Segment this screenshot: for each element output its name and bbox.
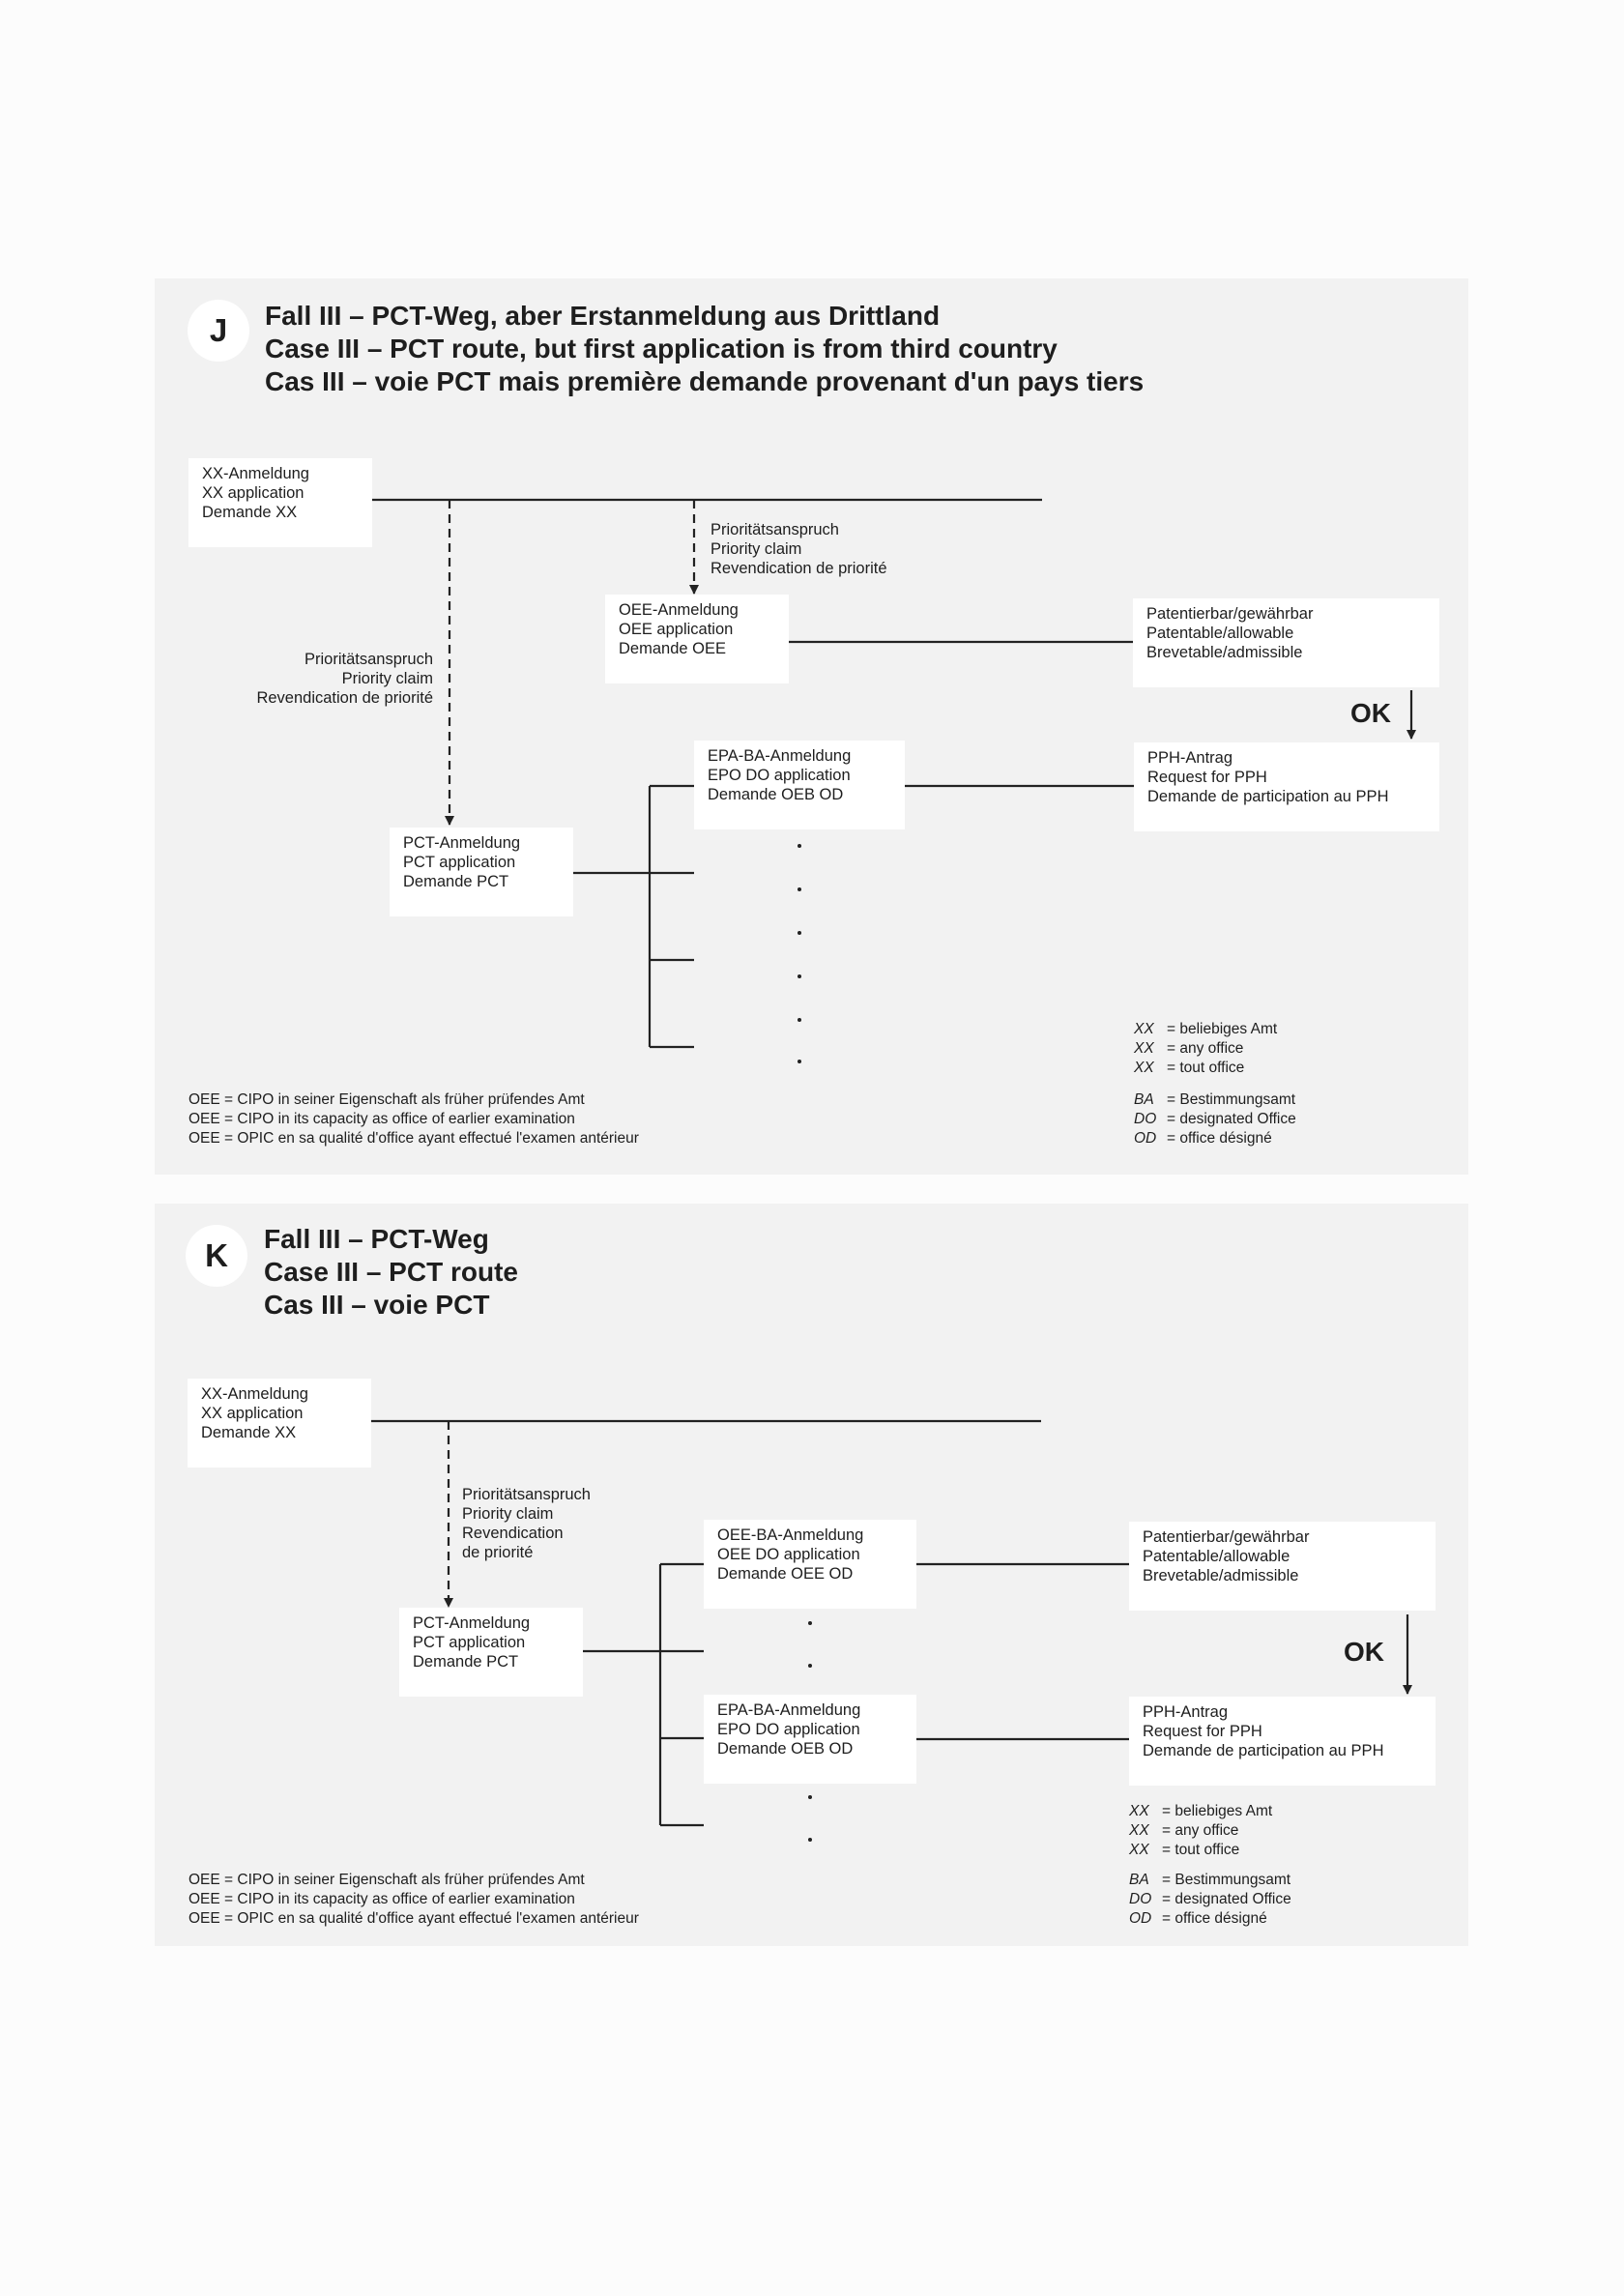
continuation-dot xyxy=(808,1621,812,1625)
diagram-badge: K xyxy=(186,1225,247,1287)
continuation-dot xyxy=(798,974,801,978)
diagram-title: Fall III – PCT-Weg, aber Erstanmeldung a… xyxy=(265,301,1145,396)
diagram-j-panel: J Fall III – PCT-Weg, aber Erstanmeldung… xyxy=(155,278,1468,1175)
continuation-dot xyxy=(798,1018,801,1022)
ok-label: OK xyxy=(1344,1637,1384,1667)
continuation-dot xyxy=(808,1664,812,1668)
continuation-dot xyxy=(808,1838,812,1842)
oee-footnote: OEE = CIPO in seiner Eigenschaft als frü… xyxy=(188,1872,639,1927)
oee-footnote: OEE = CIPO in seiner Eigenschaft als frü… xyxy=(188,1091,639,1147)
diagram-k-connectors xyxy=(371,1419,1412,1827)
continuation-dot xyxy=(798,887,801,891)
ok-label: OK xyxy=(1350,698,1391,728)
diagram-title: Fall III – PCT-Weg Case III – PCT route … xyxy=(264,1224,518,1320)
continuation-dot xyxy=(798,1060,801,1063)
diagram-k-panel: K Fall III – PCT-Weg Case III – PCT rout… xyxy=(155,1204,1468,1946)
continuation-dot xyxy=(808,1795,812,1799)
continuation-dot xyxy=(798,931,801,935)
legend-designated-office: BA= Bestimmungsamt DO= designated Office… xyxy=(1134,1091,1296,1147)
continuation-dot xyxy=(798,844,801,848)
legend-designated-office: BA= Bestimmungsamt DO= designated Office… xyxy=(1129,1872,1291,1927)
legend-xx: XX= beliebiges Amt XX= any office XX= to… xyxy=(1134,1021,1278,1076)
diagram-j-connectors xyxy=(372,498,1416,1049)
diagram-badge: J xyxy=(188,300,249,362)
legend-xx: XX= beliebiges Amt XX= any office XX= to… xyxy=(1129,1803,1273,1858)
